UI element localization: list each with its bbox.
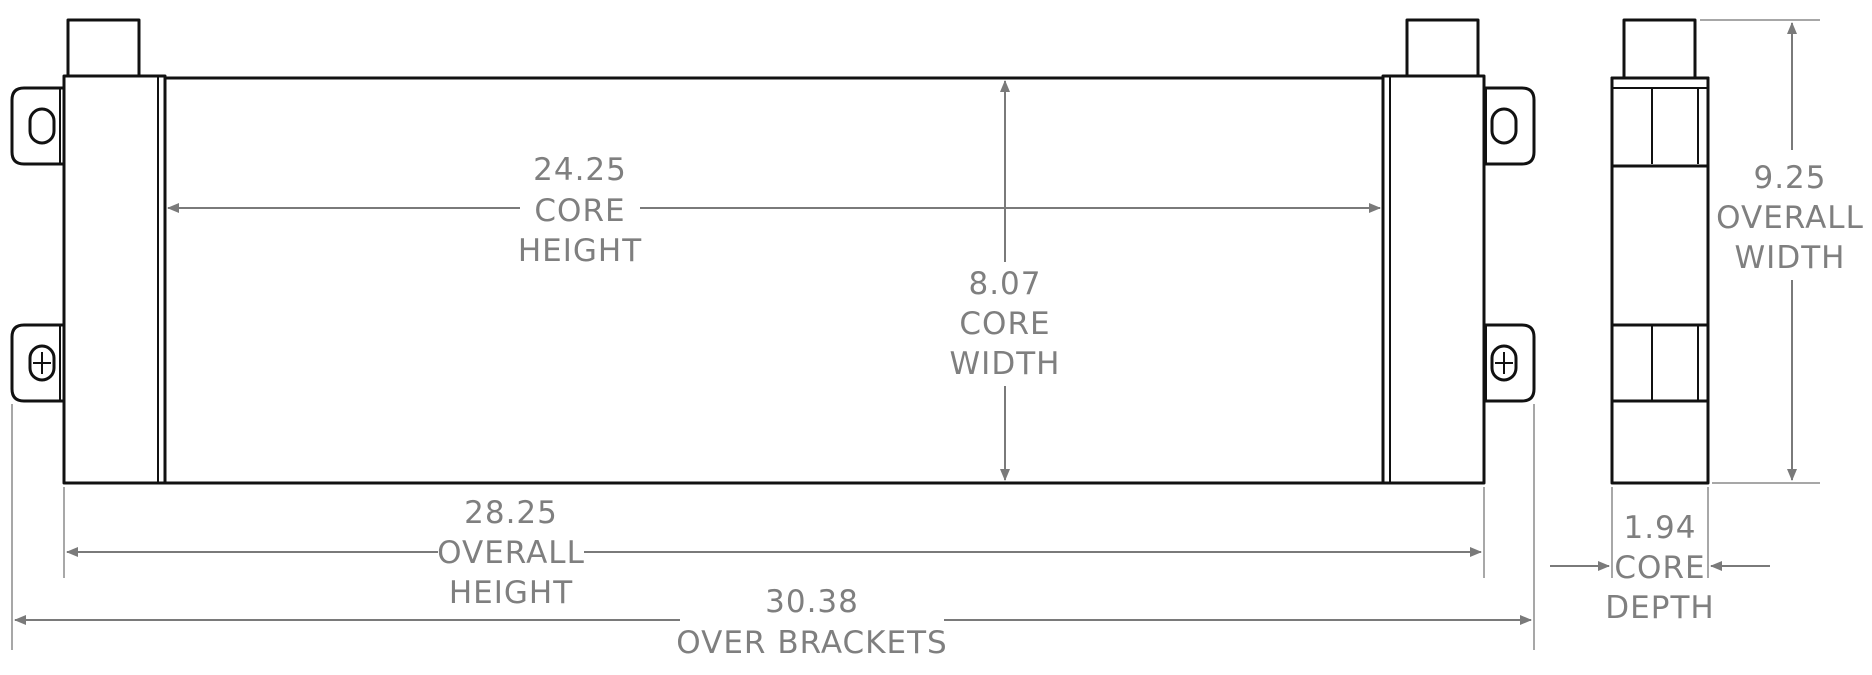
side-top-tank <box>1610 76 1710 168</box>
side-fitting <box>1622 18 1697 80</box>
core-depth-value: 1.94 <box>1623 510 1696 546</box>
right-top-bracket <box>1476 86 1536 166</box>
over-brackets-label: OVER BRACKETS <box>676 625 947 661</box>
core-depth-dimension: 1.94 CORE DEPTH <box>1550 487 1770 626</box>
side-view <box>1610 18 1710 485</box>
core-height-label-1: CORE <box>534 193 625 229</box>
front-view <box>10 18 1536 485</box>
over-brackets-dimension: 30.38 OVER BRACKETS <box>11 404 1535 661</box>
overall-height-label-2: HEIGHT <box>449 575 573 611</box>
overall-height-label-1: OVERALL <box>437 535 585 571</box>
overall-width-dimension: 9.25 OVERALL WIDTH <box>1700 19 1864 484</box>
core-width-value: 8.07 <box>968 266 1041 302</box>
core-height-dimension: 24.25 CORE HEIGHT <box>167 150 1381 272</box>
core-depth-label-2: DEPTH <box>1605 590 1714 626</box>
right-tank <box>1381 74 1486 485</box>
core-height-value: 24.25 <box>533 152 627 188</box>
core-depth-label-1: CORE <box>1614 550 1705 586</box>
core-width-label-1: CORE <box>959 306 1050 342</box>
overall-height-dimension: 28.25 OVERALL HEIGHT <box>63 487 1485 611</box>
core-height-label-2: HEIGHT <box>518 233 642 269</box>
side-bottom-tank <box>1610 323 1710 403</box>
overall-width-value: 9.25 <box>1753 160 1826 196</box>
core <box>163 76 1385 485</box>
core-width-dimension: 8.07 CORE WIDTH <box>950 80 1061 481</box>
left-bottom-bracket <box>10 323 70 403</box>
left-top-bracket <box>10 86 70 166</box>
left-tank <box>62 74 167 485</box>
left-fitting <box>66 18 141 80</box>
right-fitting <box>1405 18 1480 80</box>
overall-height-value: 28.25 <box>464 495 558 531</box>
over-brackets-value: 30.38 <box>765 584 859 620</box>
overall-width-label-1: OVERALL <box>1716 200 1864 236</box>
overall-width-label-2: WIDTH <box>1735 240 1846 276</box>
right-bottom-bracket <box>1476 323 1536 403</box>
core-width-label-2: WIDTH <box>950 346 1061 382</box>
